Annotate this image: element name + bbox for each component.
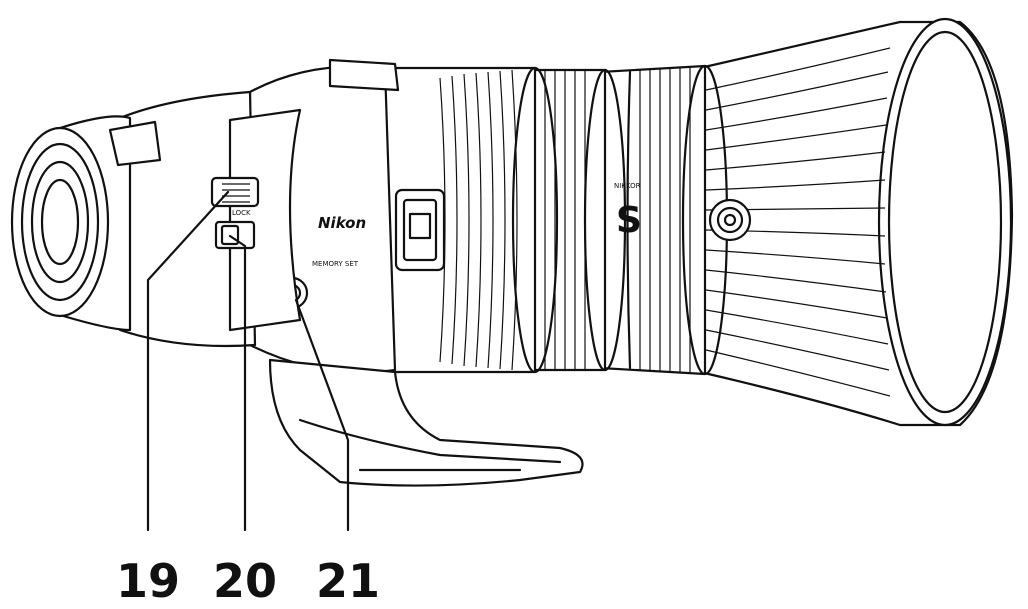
middle-barrel: NIKKOR S xyxy=(528,68,642,372)
ring-knurling xyxy=(639,68,691,372)
function-switch-icon xyxy=(408,212,432,240)
switch-panel xyxy=(228,108,302,332)
callout-21: 21 xyxy=(316,554,380,608)
leader-line-19 xyxy=(146,190,230,532)
tripod-screw-icon xyxy=(708,198,752,242)
series-prefix: NIKKOR xyxy=(614,182,641,190)
leader-lines xyxy=(146,190,350,532)
main-barrel xyxy=(378,66,559,374)
mount-tab xyxy=(108,120,162,167)
grip-ring-ridges xyxy=(439,69,518,371)
callout-19: 19 xyxy=(116,554,180,608)
callout-20: 20 xyxy=(213,554,277,608)
lens-hood xyxy=(698,17,1014,427)
callout-numbers: 19 20 21 xyxy=(116,554,380,608)
series-letter: S xyxy=(616,200,642,241)
lock-label: LOCK xyxy=(232,209,251,217)
control-ring-section xyxy=(598,64,752,376)
lens-mount xyxy=(10,115,162,332)
hood-ribs xyxy=(705,47,891,397)
memory-set-label: MEMORY SET xyxy=(312,260,359,268)
control-dial[interactable] xyxy=(210,176,260,208)
leader-line-20 xyxy=(228,234,247,532)
leader-line-21 xyxy=(294,298,350,532)
focus-ring-knurling xyxy=(544,70,586,370)
top-rail xyxy=(328,58,400,92)
brand-mark: Nikon xyxy=(318,214,366,232)
tripod-foot xyxy=(268,358,584,487)
